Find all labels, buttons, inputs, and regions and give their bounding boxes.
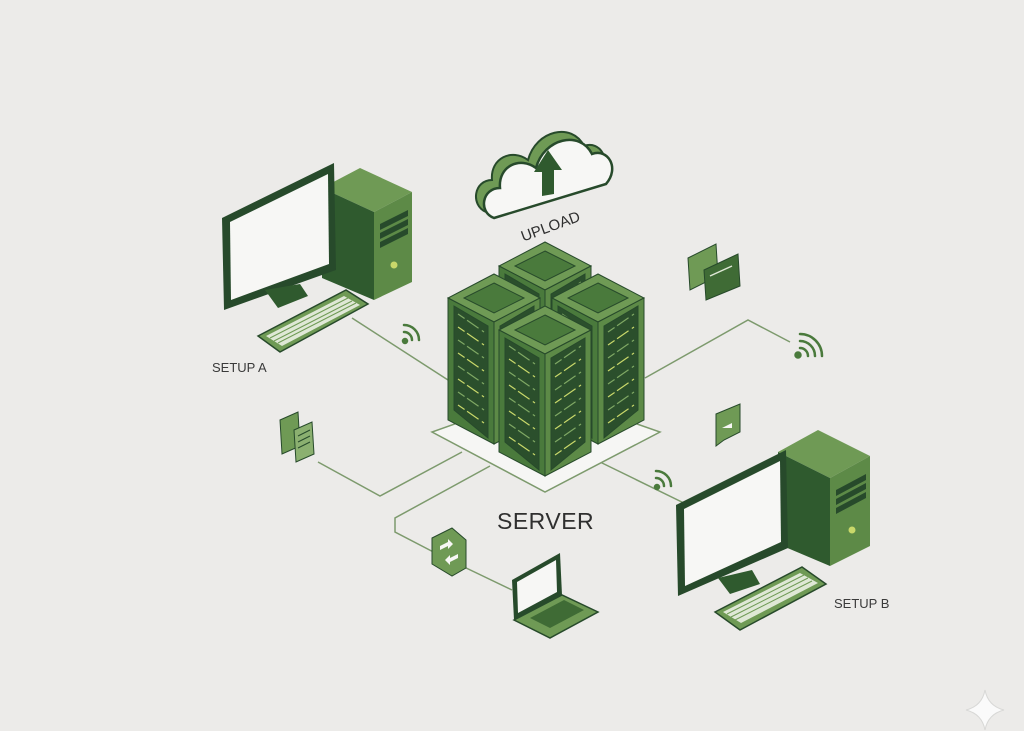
rack-panel-left (504, 337, 540, 472)
rack-unit-light (607, 391, 635, 411)
rack-unit-light (607, 404, 635, 424)
rack-unit-light (554, 384, 582, 404)
laptop (512, 553, 600, 639)
rack-unit-light (554, 436, 582, 456)
rack-unit-light (554, 371, 582, 391)
upload-arrow-icon (534, 150, 562, 196)
rack-unit-light (554, 358, 582, 378)
sparkle-icon (965, 689, 1005, 731)
line-laptop (394, 465, 491, 559)
power-led (390, 261, 398, 269)
rack-panel-right (550, 337, 586, 472)
documents-icon (279, 411, 315, 463)
tower-top-vent (513, 250, 577, 282)
rack-panel-right (603, 305, 639, 440)
rack-unit-light (607, 378, 635, 398)
wifi-icon (794, 332, 824, 359)
rack-unit-light (554, 423, 582, 443)
line-laptop-2 (461, 565, 513, 591)
connector-lines (317, 317, 791, 591)
pc-tower (322, 168, 412, 212)
rack-unit-light (554, 410, 582, 430)
rack-unit-light (508, 358, 536, 378)
rack-unit-light (554, 397, 582, 417)
line-setup-a (351, 317, 449, 381)
rack-panel-left (453, 305, 489, 440)
server-cluster (446, 241, 646, 477)
rack-unit-light (508, 410, 536, 430)
upload-cloud-icon: UPLOAD (475, 130, 614, 245)
upload-label: UPLOAD (519, 208, 583, 245)
pc-tower (778, 430, 870, 478)
setup-a-label: SETUP A (212, 360, 267, 375)
folder-icon (687, 243, 741, 301)
rack-unit-light (554, 345, 582, 365)
rack-unit-light (508, 384, 536, 404)
rack-unit-light (508, 397, 536, 417)
rack-unit-light (607, 313, 635, 333)
line-setup-b (599, 461, 691, 507)
monitor-screen (684, 461, 781, 586)
laptop-screen (517, 560, 557, 613)
power-led (848, 526, 856, 534)
rack-unit-light (508, 345, 536, 365)
transfer-icon (431, 527, 467, 577)
rack-unit-light (457, 378, 485, 398)
monitor-stand (265, 284, 308, 308)
rack-unit-light (457, 313, 485, 333)
rack-unit-light (607, 339, 635, 359)
monitor-screen (230, 174, 329, 300)
rack-unit-light (457, 352, 485, 372)
rack-unit-light (457, 339, 485, 359)
tower-top-vent (462, 282, 526, 314)
wifi-icon (401, 323, 421, 345)
tower-top-vent (566, 282, 630, 314)
monitor-stand (718, 570, 760, 594)
setup-b-label: SETUP B (834, 596, 890, 611)
rack-unit-light (457, 391, 485, 411)
rack-unit-light (508, 423, 536, 443)
rack-unit-light (457, 326, 485, 346)
rack-unit-light (607, 326, 635, 346)
setup-b-computer (676, 430, 870, 631)
line-documents (317, 451, 463, 497)
line-wifi-right (644, 319, 791, 379)
chat-icon (715, 403, 741, 447)
rack-unit-light (457, 404, 485, 424)
rack-unit-light (607, 352, 635, 372)
server-tower-front (497, 305, 593, 477)
rack-unit-light (457, 365, 485, 385)
rack-unit-light (508, 371, 536, 391)
setup-a-computer (222, 163, 412, 353)
rack-unit-light (607, 365, 635, 385)
wifi-icon (653, 469, 673, 491)
server-label: SERVER (497, 508, 595, 534)
rack-unit-light (508, 436, 536, 456)
tower-top-vent (513, 314, 577, 346)
